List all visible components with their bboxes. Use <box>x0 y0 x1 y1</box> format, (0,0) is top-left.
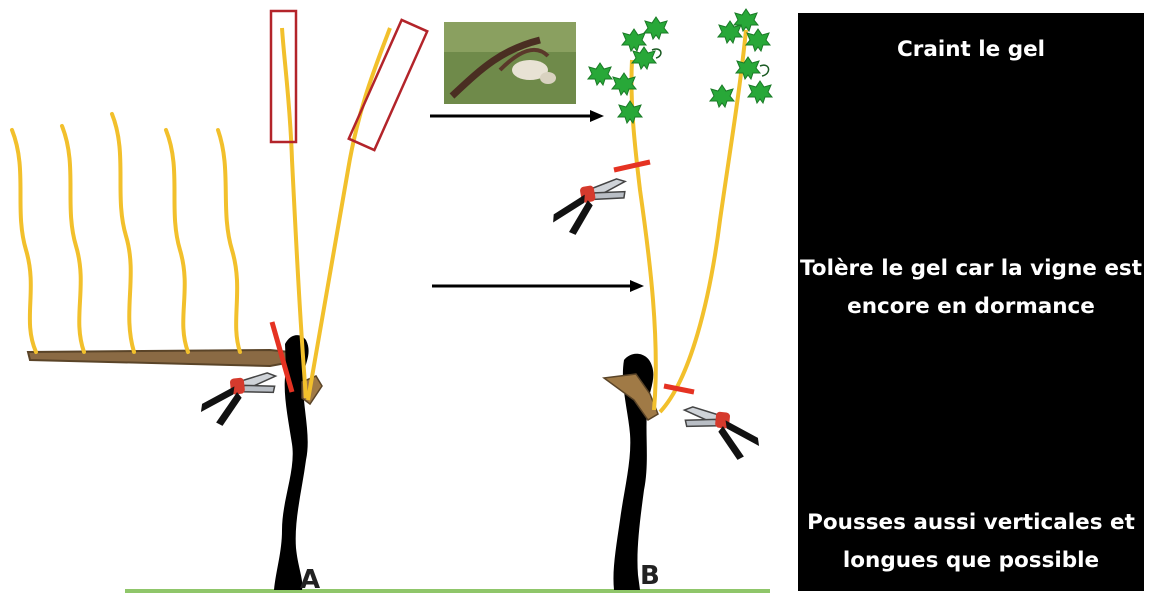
cut-mark-b-top <box>614 162 650 170</box>
vine-b: B <box>548 9 772 591</box>
pruning-diagram: A <box>0 0 790 594</box>
vine-leaf-icon <box>588 17 668 123</box>
pruning-shears-icon <box>548 177 633 238</box>
frost-damaged-bud-photo <box>444 22 576 104</box>
label-a: A <box>300 565 320 594</box>
old-cane <box>28 350 292 366</box>
vine-a: A <box>12 11 427 594</box>
cut-mark-b-bottom <box>664 386 694 392</box>
note-frost-sensitive: Craint le gel <box>798 31 1144 69</box>
cane-right <box>308 28 390 400</box>
pruning-shears-icon <box>198 372 281 428</box>
note-shoots: Pousses aussi verticales et longues que … <box>798 504 1144 580</box>
arrows <box>430 110 644 292</box>
label-b: B <box>640 561 660 591</box>
cane-shoots <box>12 114 240 352</box>
notes-panel: Craint le gel Tolère le gel car la vigne… <box>798 13 1144 591</box>
pruning-shears-icon <box>680 406 763 462</box>
cane-b-right <box>660 30 746 412</box>
frost-box-2 <box>349 20 427 150</box>
note-frost-tolerant: Tolère le gel car la vigne est encore en… <box>798 250 1144 326</box>
